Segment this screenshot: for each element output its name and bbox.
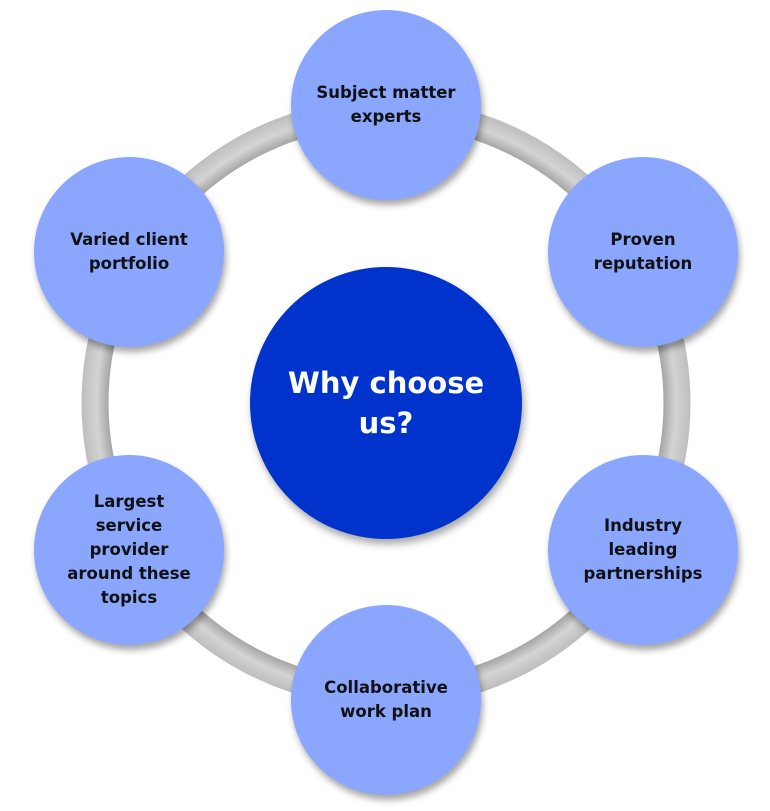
node-industry-partnerships: Industry leading partnerships: [548, 455, 738, 645]
node-label: Subject matter experts: [316, 83, 456, 126]
node-collaborative-work-plan: Collaborative work plan: [291, 605, 481, 795]
node-largest-service-provider: Largest service provider around these to…: [34, 455, 224, 645]
node-proven-reputation: Proven reputation: [548, 157, 738, 347]
node-label: Industry leading partnerships: [583, 516, 703, 583]
node-label: Largest service provider around these to…: [67, 492, 191, 607]
node-label: Proven reputation: [593, 230, 693, 273]
node-label: Varied client portfolio: [70, 230, 188, 273]
node-subject-matter-experts: Subject matter experts: [291, 10, 481, 200]
center-label: Why choose us?: [287, 366, 485, 440]
node-varied-client-portfolio: Varied client portfolio: [34, 157, 224, 347]
center-hub: Why choose us?: [250, 267, 522, 539]
node-label: Collaborative work plan: [324, 678, 448, 721]
